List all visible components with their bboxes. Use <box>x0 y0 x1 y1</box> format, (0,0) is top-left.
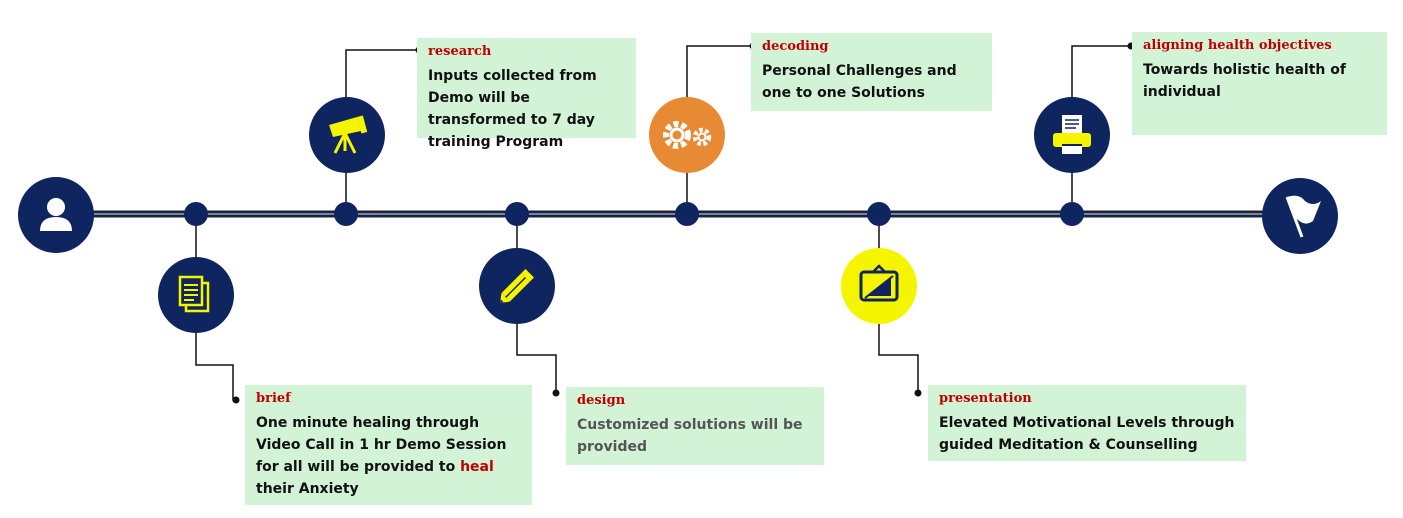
presentation-board-icon <box>855 262 903 310</box>
research-title: research <box>428 44 492 59</box>
presentation-icon-circle <box>841 248 917 324</box>
flag-icon <box>1275 191 1325 241</box>
design-title: design <box>577 393 626 408</box>
decoding-card: decoding Personal Challenges and one to … <box>751 33 992 111</box>
research-body: Inputs collected from Demo will be trans… <box>428 68 597 150</box>
presentation-body: Elevated Motivational Levels through gui… <box>939 415 1235 453</box>
timeline-dot-research <box>334 202 358 226</box>
presentation-title: presentation <box>939 391 1032 406</box>
brief-connector-end <box>232 396 240 404</box>
research-card: research Inputs collected from Demo will… <box>417 38 636 150</box>
telescope-icon <box>323 111 371 159</box>
timeline-dot-presentation <box>867 202 891 226</box>
timeline-dot-design <box>505 202 529 226</box>
timeline-dot-aligning <box>1060 202 1084 226</box>
research-icon-circle <box>309 97 385 173</box>
brief-body-end: their Anxiety <box>256 481 359 497</box>
brief-body-text: One minute healing through Video Call in… <box>256 415 507 475</box>
documents-icon <box>174 273 218 317</box>
printer-icon <box>1048 111 1096 159</box>
brief-highlight: heal <box>460 459 494 475</box>
aligning-card: aligning health objectives Towards holis… <box>1132 32 1387 135</box>
brief-body: One minute healing through Video Call in… <box>256 412 522 500</box>
gears-icon <box>659 115 715 155</box>
presentation-connector-end <box>914 389 922 397</box>
aligning-title: aligning health objectives <box>1143 38 1332 53</box>
decoding-body: Personal Challenges and one to one Solut… <box>762 63 957 101</box>
brief-icon-circle <box>158 257 234 333</box>
design-card: design Customized solutions will be prov… <box>566 387 824 465</box>
pencil-icon <box>493 262 541 310</box>
aligning-body: Towards holistic health of individual <box>1143 62 1346 100</box>
presentation-card: presentation Elevated Motivational Level… <box>928 385 1246 461</box>
design-connector-end <box>552 389 560 397</box>
start-node <box>18 177 94 253</box>
brief-card: brief One minute healing through Video C… <box>245 385 532 505</box>
timeline-dot-brief <box>184 202 208 226</box>
design-body: Customized solutions will be provided <box>577 417 803 455</box>
brief-title: brief <box>256 391 291 406</box>
person-icon <box>34 193 78 237</box>
design-icon-circle <box>479 248 555 324</box>
aligning-icon-circle <box>1034 97 1110 173</box>
end-node <box>1262 178 1338 254</box>
decoding-icon-circle <box>649 97 725 173</box>
decoding-title: decoding <box>762 39 829 54</box>
timeline-dot-decoding <box>675 202 699 226</box>
